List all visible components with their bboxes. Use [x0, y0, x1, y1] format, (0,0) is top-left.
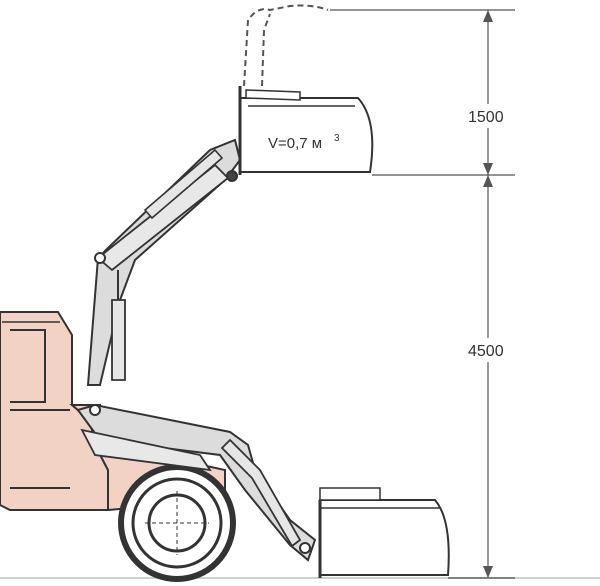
lower-cylinder: [220, 438, 302, 548]
lower-boom-link: [80, 428, 212, 472]
lower-bucket-body: [319, 499, 450, 576]
raised-bucket-pivot: [226, 170, 238, 182]
lower-label-bg: [466, 338, 512, 362]
dimension-lines: 1500 4500: [330, 9, 515, 579]
bucket-volume-label: V=0,7 м: [268, 135, 322, 152]
raised-boom-link: [96, 163, 230, 272]
raised-tilt-cylinder: [143, 148, 224, 220]
dump-bucket-side: [261, 13, 271, 87]
lower-bucket-hinge: [319, 487, 381, 501]
arrow-bottom: [483, 566, 493, 578]
cab-window: [10, 329, 46, 403]
lower-boom: [76, 403, 317, 562]
lower-dimension-label: 4500: [468, 343, 504, 360]
upper-dimension-label: 1500: [468, 109, 504, 126]
lower-bucket: [318, 487, 450, 578]
wheel: [118, 464, 236, 582]
raised-pivot: [94, 252, 106, 264]
arrow-mid-down: [483, 175, 493, 187]
upper-label-bg: [466, 104, 512, 128]
dump-position-outline: [243, 4, 329, 87]
lower-pivot: [89, 404, 101, 416]
raised-boom: [86, 138, 242, 386]
raised-bucket: V=0,7 м 3: [238, 86, 374, 175]
raised-bucket-hinge: [245, 89, 301, 101]
arrow-mid-up: [483, 163, 493, 175]
raised-bucket-body: [239, 97, 374, 173]
lower-bucket-pivot: [299, 542, 311, 554]
raised-cylinder: [111, 299, 126, 381]
arrow-top: [483, 10, 493, 22]
bucket-volume-superscript: 3: [334, 133, 340, 144]
dump-bucket-outline: [243, 4, 329, 87]
